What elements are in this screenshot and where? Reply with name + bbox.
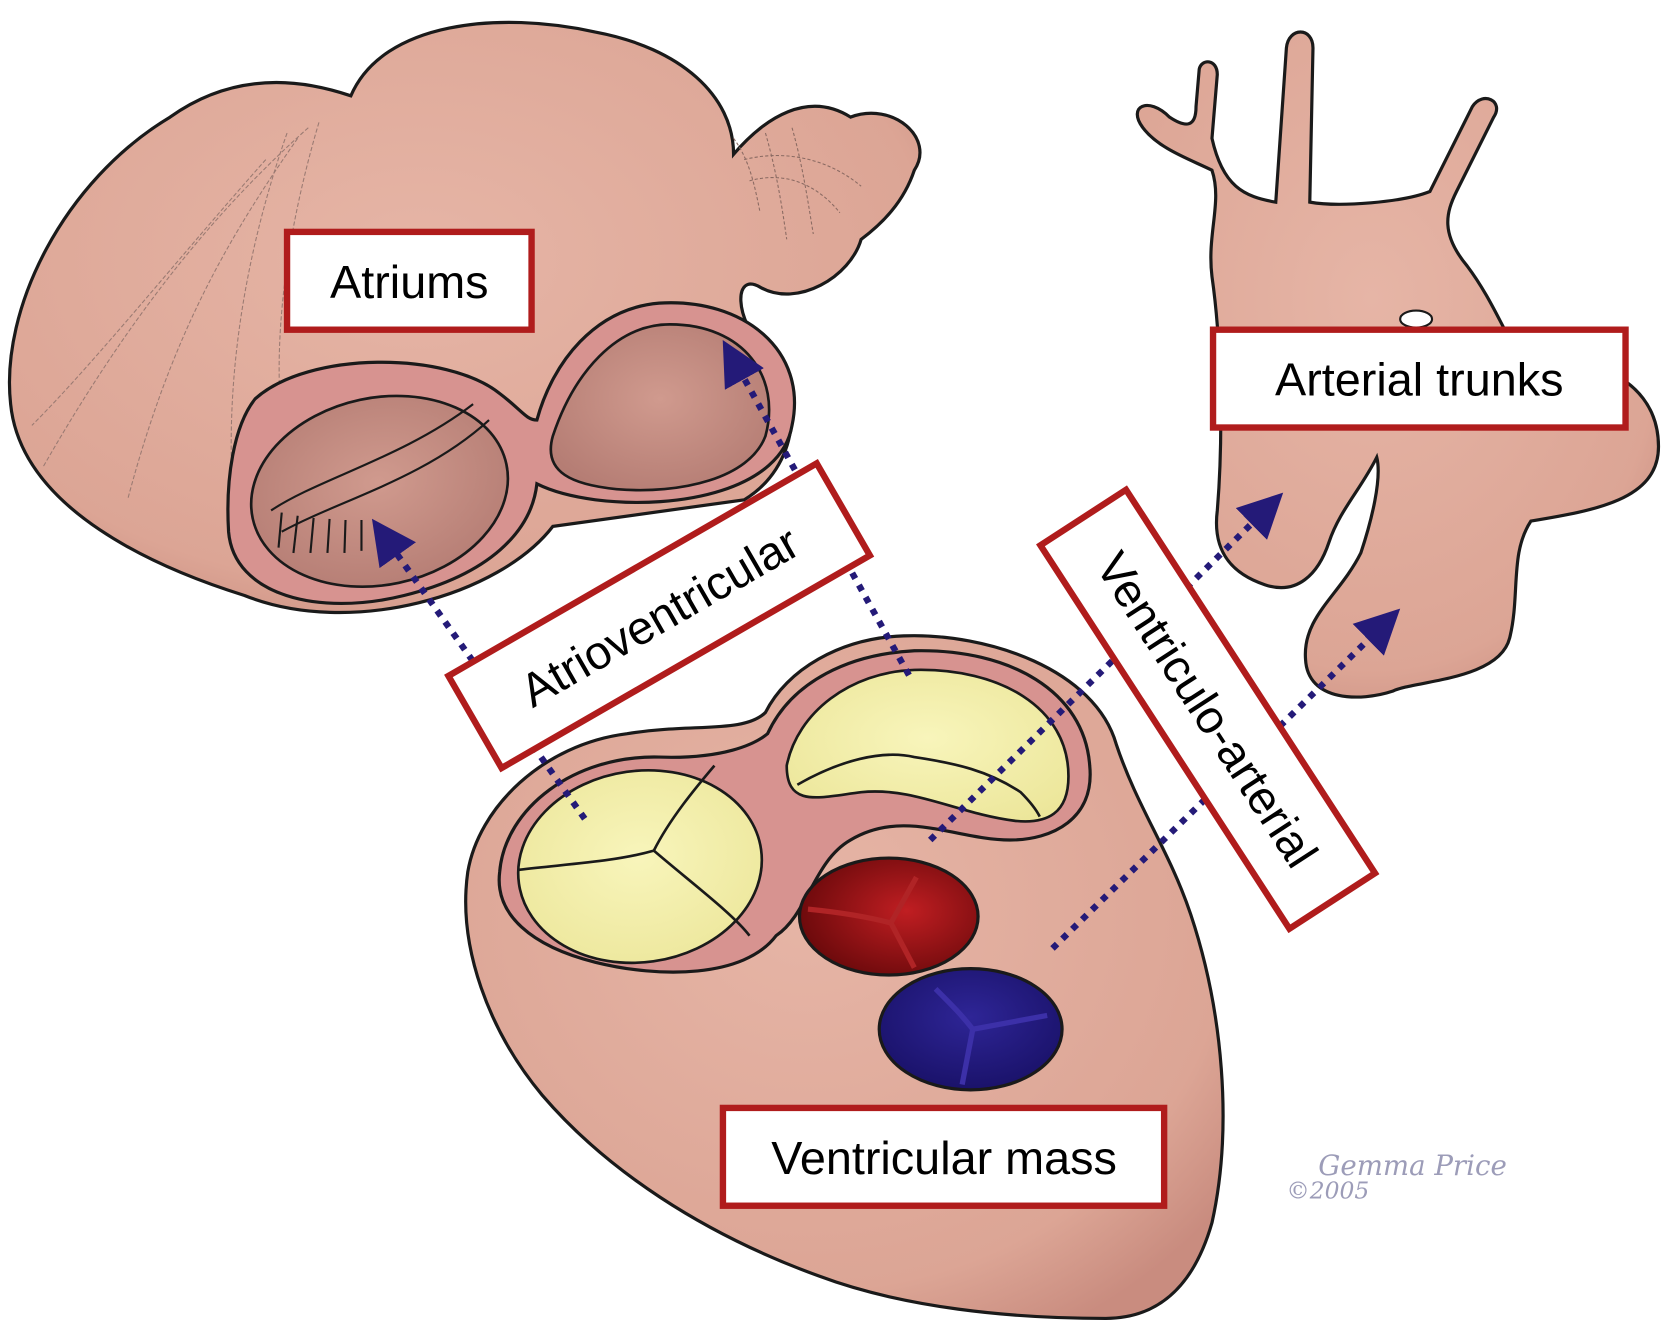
pectinate-lines	[270, 403, 490, 554]
signature-name: Gemma Price	[1318, 1149, 1507, 1182]
va-connector-aorta	[928, 492, 1284, 843]
signature-copyright: ©2005	[1286, 1176, 1369, 1204]
mitral-orifice	[549, 323, 771, 492]
appendage-texture	[733, 127, 862, 240]
mitral-valve	[785, 668, 1070, 823]
trunk-gap	[1399, 309, 1434, 329]
av-connector-right	[371, 518, 588, 821]
label-atriums: Atriums	[283, 228, 535, 333]
mitral-commissure	[796, 753, 1041, 818]
tricuspid-orifice	[249, 394, 510, 589]
label-atriums-text: Atriums	[330, 256, 489, 308]
label-ventricular-mass: Ventricular mass	[719, 1104, 1168, 1209]
label-arterial-trunks-text: Arterial trunks	[1275, 354, 1563, 406]
aortic-commissures	[807, 875, 919, 969]
label-arterial-trunks: Arterial trunks	[1209, 326, 1629, 431]
tricuspid-commissures	[518, 764, 751, 937]
label-ventricular-mass-text: Ventricular mass	[771, 1132, 1117, 1184]
pulmonary-commissures	[933, 986, 1048, 1086]
aortic-valve	[797, 856, 980, 977]
tricuspid-valve	[516, 768, 764, 965]
artist-signature: Gemma Price ©2005	[1286, 1149, 1506, 1204]
ventricular-mass-structure	[464, 634, 1225, 1321]
